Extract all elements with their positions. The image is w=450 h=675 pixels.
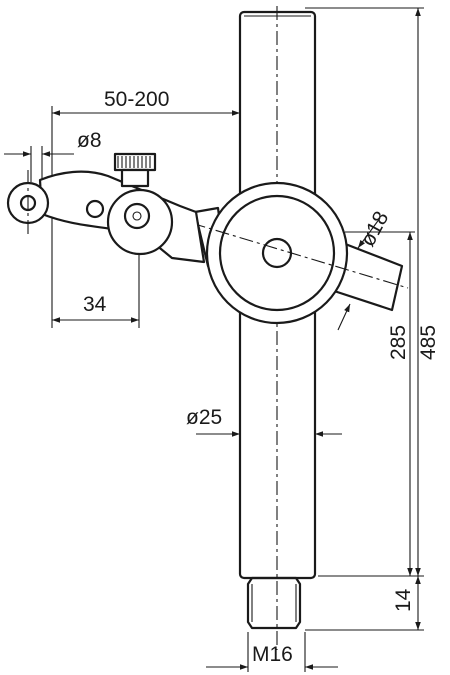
dim-clamp-height-label: 285 xyxy=(387,325,410,360)
threaded-end xyxy=(246,576,302,630)
dim-total-height-label: 485 xyxy=(417,325,440,360)
dim-pin-diameter-label: ø8 xyxy=(77,129,102,152)
clamp-body xyxy=(47,179,409,325)
swivel-arm xyxy=(38,170,206,264)
dim-arm-reach-label: 50-200 xyxy=(104,88,169,111)
dimension-lines xyxy=(4,8,421,670)
dim-thread-size-label: M16 xyxy=(252,643,293,666)
knurled-screw xyxy=(113,152,157,188)
tip-holder xyxy=(6,170,50,238)
vertical-rod xyxy=(238,6,317,650)
extension-lines xyxy=(30,7,424,672)
dim-tip-offset-label: 34 xyxy=(83,293,107,316)
dim-thread-length-label: 14 xyxy=(392,588,415,612)
dim-clamp-diameter-label: ø18 xyxy=(356,208,393,251)
dim-rod-diameter-label: ø25 xyxy=(186,406,222,429)
